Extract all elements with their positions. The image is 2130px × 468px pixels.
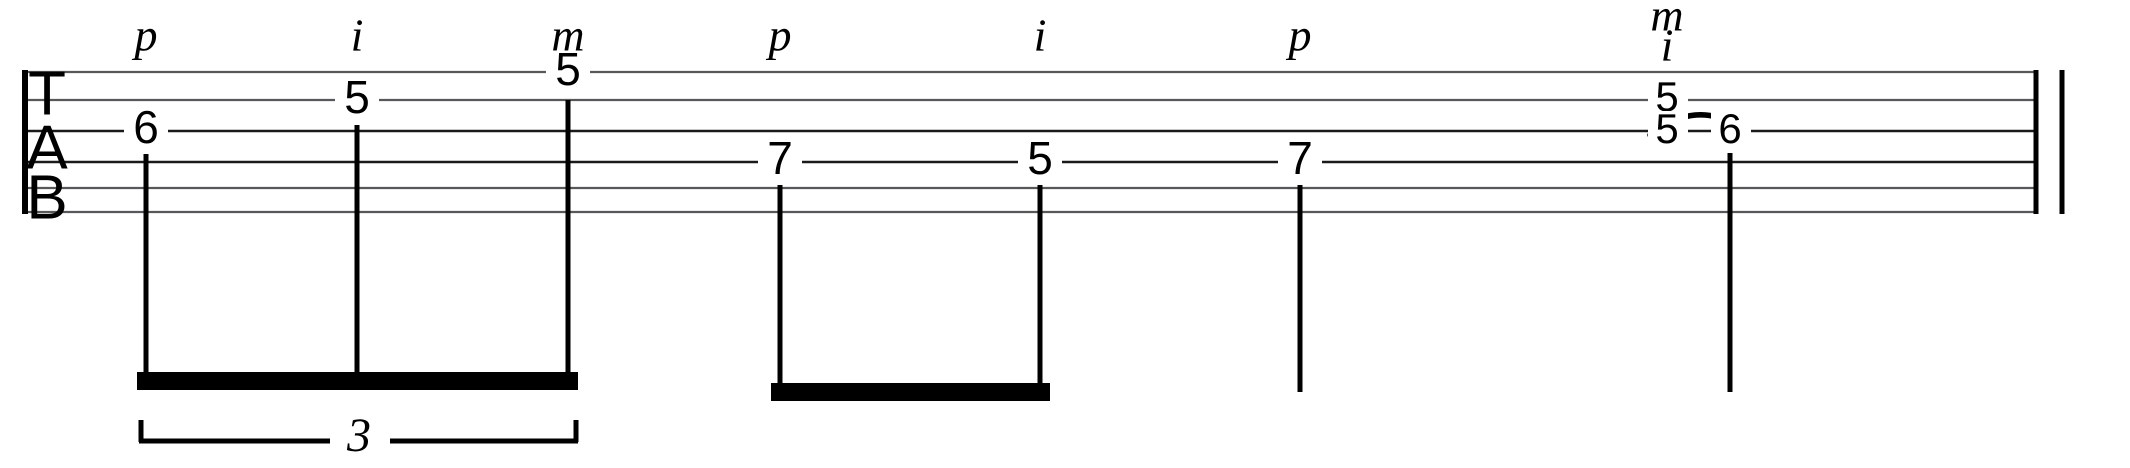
fret-number-7: 5 (1655, 73, 1678, 120)
fret-number-3: 5 (555, 43, 581, 95)
fret-num-bg-8 (1648, 111, 1688, 153)
fingering-letter-6: p (1286, 10, 1312, 61)
fret-num-bg-6 (1278, 139, 1322, 185)
fingering-letter-2: i (351, 10, 364, 61)
fingering-letter-1: p (132, 10, 158, 61)
tuplet-number: 3 (346, 409, 371, 462)
barlines (22, 70, 2065, 214)
fret-number-5: 5 (1027, 132, 1053, 184)
fret-num-bg-2 (335, 78, 379, 124)
fret-number-6: 7 (1287, 132, 1313, 184)
note-stems (143, 100, 1733, 392)
fret-number-1: 6 (133, 101, 159, 153)
fret-num-bg-3 (546, 50, 590, 96)
fingering-letter-4: p (766, 10, 792, 61)
fret-number-9: 6 (1718, 105, 1741, 152)
fret-num-bg-9 (1711, 111, 1751, 153)
fret-num-bg-5 (1018, 139, 1062, 185)
tab-clef-letter-t: T (28, 59, 66, 128)
beams (137, 372, 1050, 401)
fingering-letters: p i m p i p m i (132, 0, 1684, 71)
fret-num-bg-4 (758, 139, 802, 185)
fret-number-4: 7 (767, 132, 793, 184)
fingering-letter-7: m (1650, 0, 1683, 41)
fret-numbers: 6 5 5 7 5 7 5 5 6 (124, 43, 1751, 185)
tab-clef-letter-b: B (26, 163, 67, 232)
tuplet-bracket: 3 (138, 409, 579, 462)
fret-num-bg-1 (124, 108, 168, 154)
beam-group-1 (137, 372, 578, 390)
tab-clef: T A B (26, 59, 68, 232)
fingering-letter-3: m (551, 10, 584, 61)
beam-group-2 (771, 383, 1050, 401)
fret-number-8: 5 (1655, 105, 1678, 152)
fingering-letter-8: i (1661, 20, 1674, 71)
tab-clef-letter-a: A (26, 113, 68, 182)
fret-number-2: 5 (344, 71, 370, 123)
fingering-letter-5: i (1034, 10, 1047, 61)
